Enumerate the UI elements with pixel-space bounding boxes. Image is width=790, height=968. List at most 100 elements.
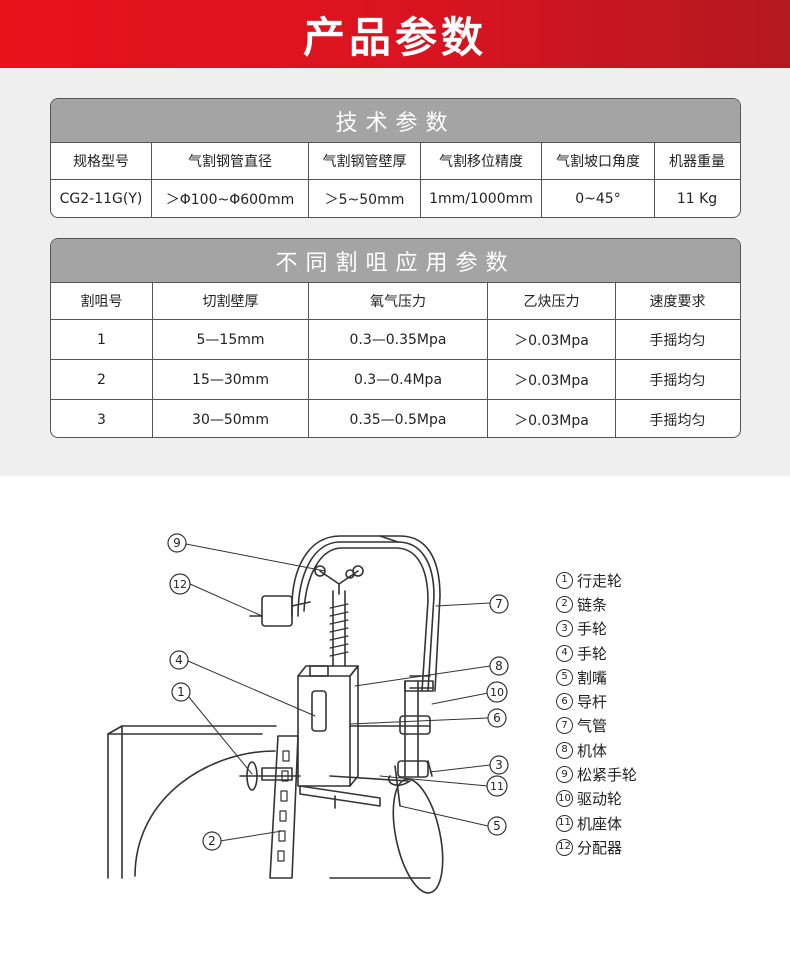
data-cell: 1 — [51, 320, 153, 359]
legend-item: 8 机体 — [556, 738, 776, 762]
callout-9: 9 — [167, 533, 187, 553]
legend-item: 11 机座体 — [556, 811, 776, 835]
nozzle-spec-title: 不同割咀应用参数 — [51, 239, 740, 283]
callout-1: 1 — [171, 682, 191, 702]
legend-label: 机体 — [577, 741, 608, 760]
legend-item: 10 驱动轮 — [556, 787, 776, 811]
header-cell: 乙炔压力 — [488, 283, 616, 319]
svg-text:4: 4 — [175, 653, 183, 667]
data-cell: ＞0.03Mpa — [488, 400, 616, 437]
data-cell: 手摇均匀 — [649, 372, 706, 389]
callout-5: 5 — [487, 816, 507, 836]
nozzle-row: 2 15—30mm 0.3—0.4Mpa ＞0.03Mpa 手摇均匀 — [51, 360, 740, 400]
svg-text:5: 5 — [493, 819, 501, 833]
tech-spec-table: 技术参数 规格型号 气割钢管直径 气割钢管壁厚 气割移位精度 气割坡口角度 机器… — [50, 98, 741, 218]
callout-11: 11 — [486, 775, 508, 797]
callout-4: 4 — [169, 650, 189, 670]
legend-item: 4 手轮 — [556, 641, 776, 665]
svg-text:8: 8 — [495, 659, 503, 673]
tech-spec-data-row: CG2-11G(Y) ＞Φ100~Φ600mm ＞5~50mm 1mm/1000… — [51, 180, 740, 217]
legend-number: 2 — [556, 595, 573, 613]
data-cell: ＞Φ100~Φ600mm — [152, 180, 309, 217]
page-banner: 产品参数 — [0, 0, 790, 68]
legend-label: 链条 — [577, 595, 608, 614]
callout-7: 7 — [489, 594, 509, 614]
data-cell: 15—30mm — [153, 360, 309, 399]
legend-item: 1 行走轮 — [556, 568, 776, 592]
machine-diagram: 9 12 4 1 2 7 8 10 — [107, 533, 509, 894]
legend-item: 2 链条 — [556, 592, 776, 616]
data-cell: 0.3—0.35Mpa — [309, 320, 488, 359]
data-cell: 0.35—0.5Mpa — [309, 400, 488, 437]
legend-label: 行走轮 — [577, 571, 623, 590]
legend-item: 7 气管 — [556, 714, 776, 738]
svg-text:12: 12 — [173, 578, 187, 591]
legend-item: 6 导杆 — [556, 689, 776, 713]
nozzle-row: 1 5—15mm 0.3—0.35Mpa ＞0.03Mpa 手摇均匀 — [51, 320, 740, 360]
header-cell: 气割钢管壁厚 — [309, 143, 421, 179]
header-cell: 气割钢管直径 — [152, 143, 309, 179]
legend-number: 11 — [556, 814, 573, 832]
header-cell: 机器重量 — [669, 154, 725, 170]
data-cell: ＞5~50mm — [309, 180, 421, 217]
header-cell: 氧气压力 — [309, 283, 488, 319]
legend-label: 手轮 — [577, 644, 608, 663]
legend-label: 分配器 — [577, 838, 623, 857]
data-cell: 手摇均匀 — [649, 332, 706, 349]
legend-label: 驱动轮 — [577, 790, 623, 809]
data-cell: ＞0.03Mpa — [488, 320, 616, 359]
legend-number: 3 — [556, 620, 573, 638]
legend-number: 4 — [556, 644, 573, 662]
legend-label: 机座体 — [577, 814, 623, 833]
nozzle-header-row: 割咀号 切割壁厚 氧气压力 乙炔压力 速度要求 — [51, 283, 740, 320]
svg-text:11: 11 — [490, 780, 504, 793]
svg-text:1: 1 — [177, 685, 185, 699]
header-cell: 规格型号 — [51, 143, 152, 179]
data-cell: CG2-11G(Y) — [51, 180, 152, 217]
data-cell: 30—50mm — [153, 400, 309, 437]
page-title: 产品参数 — [302, 12, 487, 62]
header-cell: 速度要求 — [649, 294, 706, 310]
callout-2: 2 — [202, 831, 222, 851]
data-cell: 手摇均匀 — [649, 412, 706, 429]
svg-text:10: 10 — [490, 686, 504, 699]
distributor — [261, 595, 293, 627]
legend-item: 5 割嘴 — [556, 665, 776, 689]
legend-number: 10 — [556, 790, 573, 808]
callout-3: 3 — [489, 755, 509, 775]
legend-label: 气管 — [577, 717, 608, 736]
tech-spec-title: 技术参数 — [51, 99, 740, 143]
callout-8: 8 — [489, 656, 509, 676]
parts-legend: 1 行走轮 2 链条 3 手轮 4 手轮 5 割嘴 6 导杆 7 气管 8 机体… — [556, 568, 776, 860]
legend-number: 5 — [556, 668, 573, 686]
nozzle-row: 3 30—50mm 0.35—0.5Mpa ＞0.03Mpa 手摇均匀 — [51, 400, 740, 437]
pipe-ring — [392, 778, 444, 894]
legend-number: 6 — [556, 693, 573, 711]
svg-text:7: 7 — [495, 597, 503, 611]
data-cell: 1mm/1000mm — [421, 180, 542, 217]
nozzle-spec-table: 不同割咀应用参数 割咀号 切割壁厚 氧气压力 乙炔压力 速度要求 1 5—15m… — [50, 238, 741, 438]
legend-label: 松紧手轮 — [577, 766, 638, 785]
data-cell: 3 — [51, 400, 153, 437]
legend-label: 手轮 — [577, 620, 608, 639]
data-cell: ＞0.03Mpa — [488, 360, 616, 399]
data-cell: 5—15mm — [153, 320, 309, 359]
legend-label: 割嘴 — [577, 668, 608, 687]
header-cell: 气割移位精度 — [421, 143, 542, 179]
legend-number: 1 — [556, 571, 573, 589]
legend-number: 12 — [556, 838, 573, 856]
callout-10: 10 — [486, 681, 508, 703]
legend-number: 9 — [556, 766, 573, 784]
header-cell: 气割坡口角度 — [542, 143, 655, 179]
legend-number: 8 — [556, 741, 573, 759]
callout-6: 6 — [487, 708, 507, 728]
data-cell: 2 — [51, 360, 153, 399]
legend-item: 12 分配器 — [556, 835, 776, 859]
legend-item: 3 手轮 — [556, 617, 776, 641]
header-cell: 切割壁厚 — [153, 283, 309, 319]
svg-text:6: 6 — [493, 711, 501, 725]
gas-hoses — [291, 535, 441, 692]
legend-number: 7 — [556, 717, 573, 735]
svg-text:3: 3 — [495, 758, 503, 772]
data-cell: 11 Kg — [676, 190, 718, 207]
